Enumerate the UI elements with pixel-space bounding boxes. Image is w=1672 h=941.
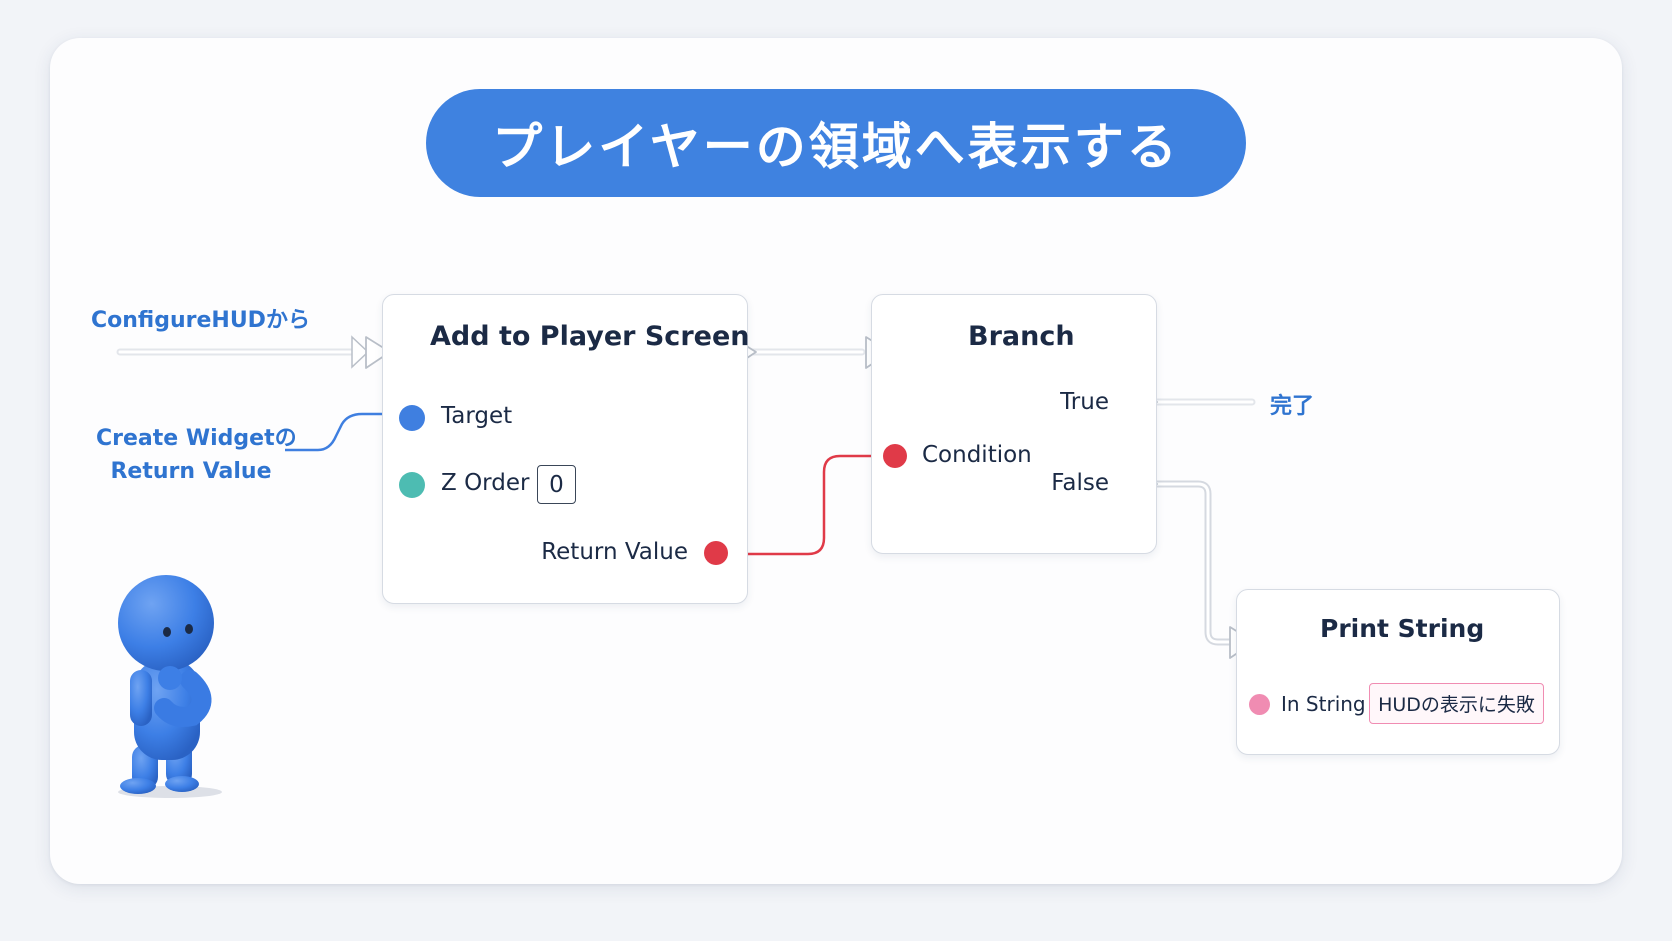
true-label: True: [1060, 389, 1109, 415]
exec-wire-false: [1153, 480, 1234, 646]
zorder-label: Z Order: [441, 470, 530, 496]
create-widget-note-line2: Return Value: [110, 459, 272, 484]
target-label: Target: [441, 403, 513, 429]
node-print-string[interactable]: [1236, 589, 1560, 755]
object-wire-target: [285, 412, 412, 452]
create-widget-note: Create Widgetの Return Value: [96, 422, 297, 488]
node-branch[interactable]: [871, 294, 1157, 554]
false-label: False: [1051, 470, 1109, 496]
in-string-input[interactable]: HUDの表示に失敗: [1369, 683, 1544, 724]
print-string-title: Print String: [1320, 614, 1485, 643]
condition-pin[interactable]: [883, 444, 907, 468]
zorder-input[interactable]: 0: [537, 465, 576, 504]
create-widget-note-line1: Create Widgetの: [96, 426, 297, 451]
exec-arrow-icon: [351, 335, 370, 369]
bool-wire-condition: [717, 454, 896, 556]
in-string-pin[interactable]: [1249, 694, 1270, 715]
page-title: プレイヤーの領域へ表示する: [426, 89, 1246, 197]
thinking-blue-figure-icon: [118, 575, 222, 798]
from-configure-hud-note: ConfigureHUDから: [91, 308, 310, 333]
add-exec-in-icon: [365, 336, 391, 369]
return-value-pin[interactable]: [704, 541, 728, 565]
condition-label: Condition: [922, 442, 1032, 468]
return-value-label: Return Value: [541, 539, 688, 565]
zorder-pin[interactable]: [399, 472, 425, 498]
add-to-player-screen-title: Add to Player Screen: [430, 321, 750, 352]
done-note: 完了: [1270, 394, 1315, 419]
target-pin[interactable]: [399, 405, 425, 431]
in-string-label: In String: [1281, 692, 1366, 716]
node-add-to-player-screen[interactable]: [382, 294, 748, 604]
branch-title: Branch: [968, 321, 1075, 352]
